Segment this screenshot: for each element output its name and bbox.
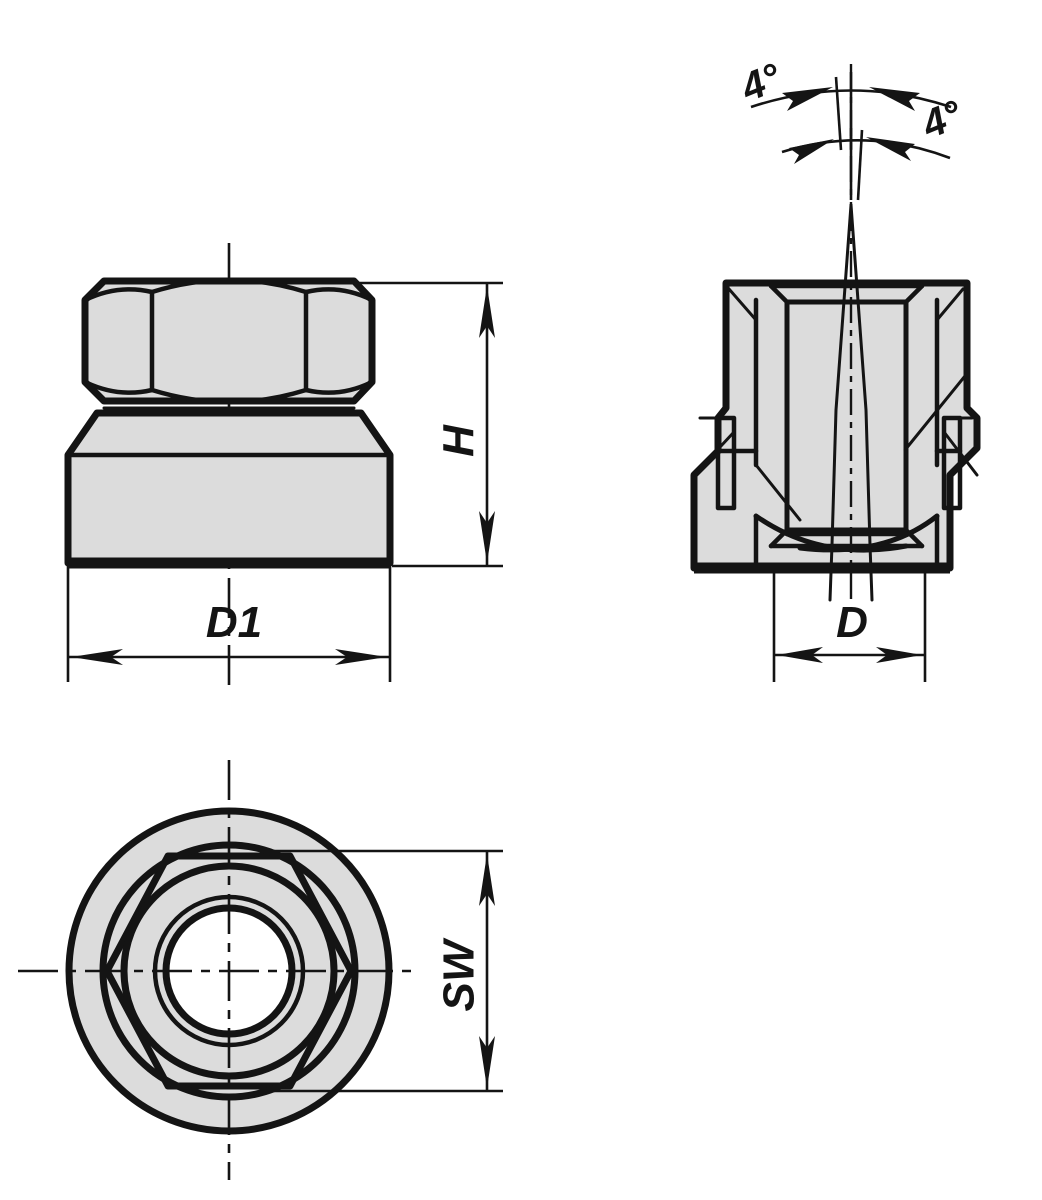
hex-chamfer-arc-top-left <box>82 287 155 303</box>
dim-h-arrow-top <box>479 286 495 338</box>
dim-d-label: D <box>836 598 868 647</box>
flange-groove-left <box>715 415 737 511</box>
hex-chamfer-arc-bottom <box>149 387 309 405</box>
angle-lower-ref-right <box>856 129 864 201</box>
spherical-seat-arc-left <box>753 513 909 553</box>
flange-groove-right <box>941 415 963 511</box>
dim-d-arrow-left <box>777 647 823 663</box>
dim-d1-label: D1 <box>206 598 262 647</box>
dim-sw-arrow-top <box>479 854 495 906</box>
section-bore-fill <box>787 302 906 530</box>
hex-edge-lower-left <box>754 463 802 522</box>
front-view: H D1 <box>64 243 503 690</box>
dim-d-arrow-right <box>876 647 922 663</box>
taper-line-left <box>828 203 853 602</box>
angle-arc-lower-arrow-left <box>789 139 834 164</box>
angle-upper-ref-left <box>834 76 843 151</box>
hex-edge-upper-left <box>727 287 758 322</box>
section-view: 4° 4° D <box>690 55 981 682</box>
angle-label-left: 4° <box>734 55 788 111</box>
bore-chamfer-top-left <box>768 283 790 305</box>
dim-sw-arrow-bottom <box>479 1036 495 1088</box>
taper-line-right <box>849 203 874 602</box>
hex-chamfer-arc-bottom-right <box>303 379 375 395</box>
hex-chamfer-arc-top <box>149 277 309 295</box>
flange-cone-fill <box>68 413 390 455</box>
dim-d1-arrow-left <box>71 649 123 665</box>
flange-bevel-left <box>692 430 736 477</box>
hex-chamfer-arc-bottom-left <box>82 379 155 395</box>
hex-head-fill <box>85 281 372 401</box>
dim-h-arrow-bottom <box>479 511 495 563</box>
dim-h-label: H <box>435 424 484 457</box>
dim-d1-arrow-right <box>335 649 387 665</box>
hex-chamfer-arc-top-right <box>303 287 375 303</box>
angle-arc-upper-arrow-left <box>782 87 833 111</box>
bore-chamfer-top-right <box>903 283 925 305</box>
flange-bevel-right <box>942 430 979 477</box>
plan-view: SW <box>18 760 503 1180</box>
hex-edge-upper-right <box>935 287 965 322</box>
angle-arc-lower-arrow-right <box>866 137 915 161</box>
angle-arc-upper-arrow-right <box>869 87 920 111</box>
flange-body-fill <box>68 455 390 563</box>
dim-sw-label: SW <box>435 937 484 1011</box>
hex-edge-lower-right <box>903 374 967 452</box>
spherical-seat-arc-right <box>797 513 940 553</box>
